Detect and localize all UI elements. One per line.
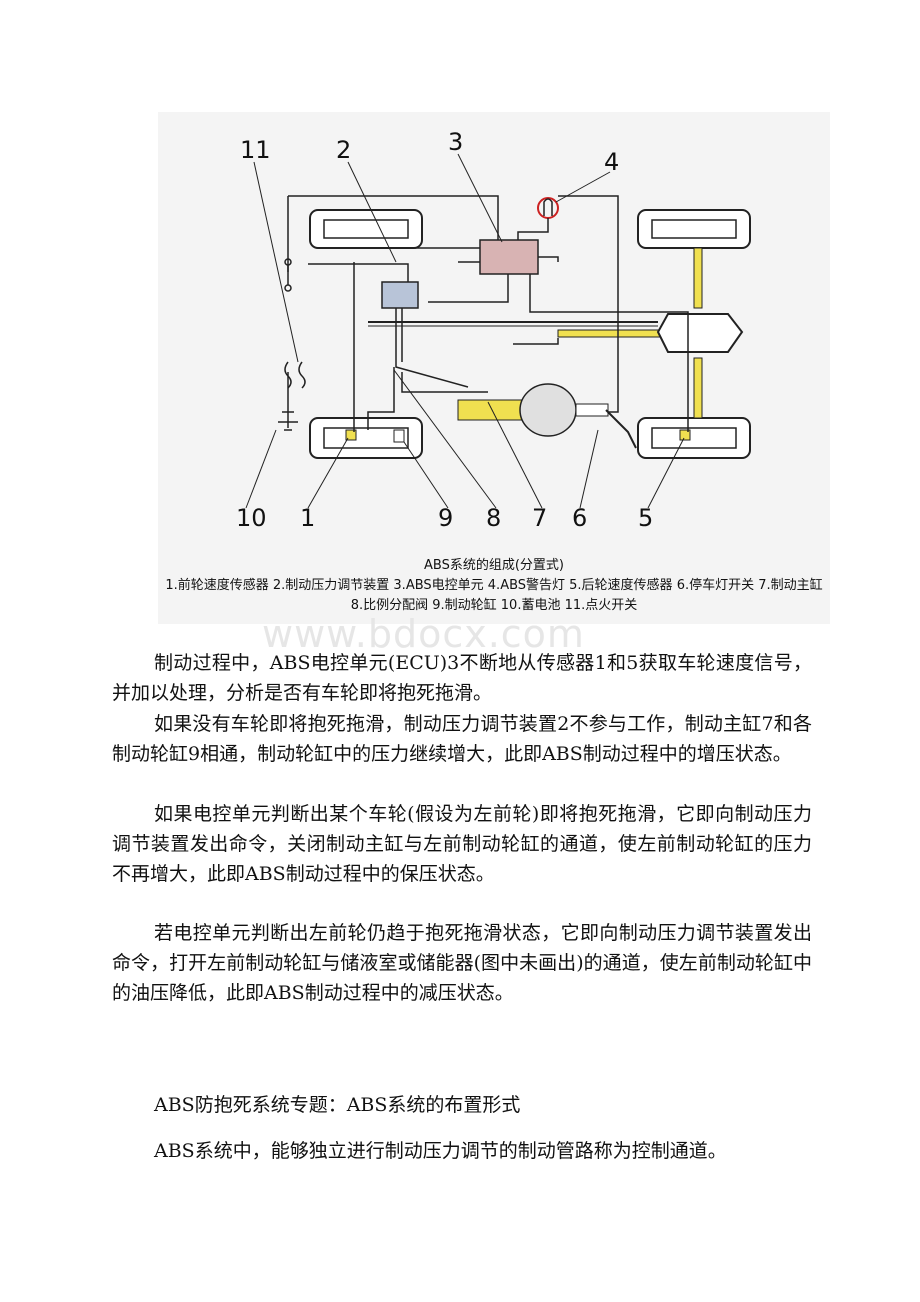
front-right-wheel [637,209,751,249]
section-heading: ABS防抱死系统专题：ABS系统的布置形式 [154,1094,521,1116]
rear-right-wheel [637,417,751,459]
paragraph-4: 若电控单元判断出左前轮仍趋于抱死拖滑状态，它即向制动压力调节装置发出命令，打开左… [112,922,812,1004]
watermark: www.bdocx.com [262,612,585,656]
leader-lines [245,153,685,509]
label-11: 11 [240,136,271,164]
rear-left-wheel [309,417,423,459]
diagram-labels: 11 2 3 4 10 1 9 8 7 6 5 [236,128,653,532]
pressure-modulator [381,281,419,309]
label-7: 7 [532,504,547,532]
paragraph-3: 如果电控单元判断出某个车轮(假设为左前轮)即将抱死拖滑，它即向制动压力调节装置发… [112,803,812,885]
brake-lines [367,308,488,430]
fuse-and-switch [278,258,306,431]
label-10: 10 [236,504,267,532]
label-6: 6 [572,504,587,532]
label-5: 5 [638,504,653,532]
figure-caption-legend: 1.前轮速度传感器 2.制动压力调节装置 3.ABS电控单元 4.ABS警告灯 … [165,578,823,613]
label-9: 9 [438,504,453,532]
paragraph-1: 制动过程中，ABS电控单元(ECU)3不断地从传感器1和5获取车轮速度信号，并加… [112,652,812,704]
label-3: 3 [448,128,463,156]
warning-lamp-icon [537,197,559,219]
paragraph-6: ABS系统中，能够独立进行制动压力调节的制动管路称为控制通道。 [154,1140,727,1162]
master-cylinder [457,383,637,449]
wiring [287,195,689,432]
label-8: 8 [486,504,501,532]
abs-system-figure: 11 2 3 4 10 1 9 8 7 6 5 ABS系统的组成(分置式) 1.… [158,112,830,624]
label-4: 4 [604,148,619,176]
front-left-wheel [309,209,423,249]
abs-diagram: 11 2 3 4 10 1 9 8 7 6 5 [236,128,751,532]
label-2: 2 [336,136,351,164]
abs-ecu [479,239,539,275]
paragraph-2: 如果没有车轮即将抱死拖滑，制动压力调节装置2不参与工作，制动主缸7和各制动轮缸9… [112,713,812,765]
figure-caption-title: ABS系统的组成(分置式) [424,558,564,573]
label-1: 1 [300,504,315,532]
